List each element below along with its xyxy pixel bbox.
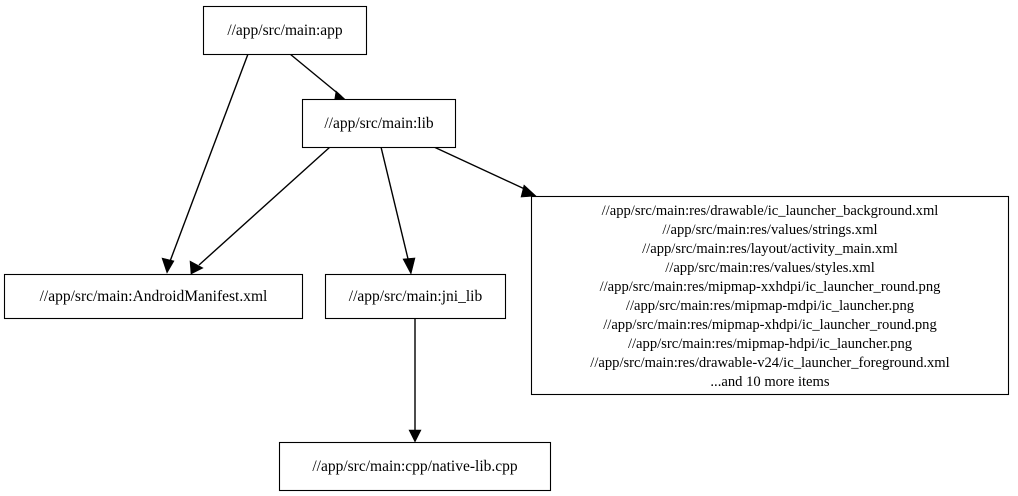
node-app-label: //app/src/main:app — [227, 22, 343, 39]
node-res-files-line-4: //app/src/main:res/mipmap-xxhdpi/ic_laun… — [600, 279, 942, 295]
node-res-files-line-0: //app/src/main:res/drawable/ic_launcher_… — [602, 203, 939, 219]
node-android-manifest[interactable]: //app/src/main:AndroidManifest.xml — [3, 273, 304, 320]
node-layer: //app/src/main:app //app/src/main:lib //… — [3, 5, 1010, 492]
edge-lib-to-res-line — [433, 146, 530, 192]
node-res-files-line-1: //app/src/main:res/values/strings.xml — [662, 222, 877, 238]
node-native-lib-cpp-label: //app/src/main:cpp/native-lib.cpp — [312, 458, 518, 475]
edge-app-to-manifest — [161, 53, 249, 274]
edge-lib-to-manifest — [189, 146, 331, 275]
node-lib-label: //app/src/main:lib — [324, 115, 434, 132]
node-jni-lib[interactable]: //app/src/main:jni_lib — [324, 273, 507, 320]
edge-lib-to-jni-lib — [380, 146, 416, 275]
node-res-files-line-6: //app/src/main:res/mipmap-xhdpi/ic_launc… — [603, 317, 937, 333]
node-android-manifest-box[interactable] — [3, 273, 304, 320]
node-lib[interactable]: //app/src/main:lib — [301, 98, 457, 149]
edge-lib-to-jni-lib-arrowhead — [402, 257, 416, 275]
node-res-files-box[interactable] — [530, 195, 1010, 396]
edge-app-to-manifest-line — [168, 53, 249, 265]
edge-app-to-lib — [289, 53, 349, 105]
node-res-files-line-8: //app/src/main:res/drawable-v24/ic_launc… — [590, 355, 949, 371]
node-app[interactable]: //app/src/main:app — [202, 5, 368, 56]
edge-lib-to-res-arrowhead — [520, 184, 537, 198]
edge-lib-to-res — [433, 146, 537, 198]
edge-lib-to-jni-lib-line — [380, 146, 410, 264]
node-res-files-line-5: //app/src/main:res/mipmap-mdpi/ic_launch… — [626, 298, 915, 314]
edge-lib-to-manifest-arrowhead — [189, 260, 204, 275]
node-jni-lib-box[interactable] — [324, 273, 507, 320]
node-jni-lib-label: //app/src/main:jni_lib — [349, 288, 483, 305]
node-android-manifest-label: //app/src/main:AndroidManifest.xml — [40, 288, 268, 305]
node-res-files[interactable]: //app/src/main:res/drawable/ic_launcher_… — [530, 195, 1010, 396]
edge-jni-lib-to-native-lib — [408, 318, 422, 443]
node-native-lib-cpp-box[interactable] — [278, 441, 552, 492]
node-res-files-line-3: //app/src/main:res/values/styles.xml — [665, 260, 875, 276]
edge-lib-to-manifest-line — [198, 146, 331, 266]
node-res-files-line-9: ...and 10 more items — [710, 374, 829, 390]
node-lib-box[interactable] — [301, 98, 457, 149]
node-res-files-line-7: //app/src/main:res/mipmap-hdpi/ic_launch… — [628, 336, 913, 352]
edge-app-to-lib-line — [289, 53, 342, 97]
node-app-box[interactable] — [202, 5, 368, 56]
node-native-lib-cpp[interactable]: //app/src/main:cpp/native-lib.cpp — [278, 441, 552, 492]
edge-app-to-manifest-arrowhead — [161, 257, 175, 274]
node-res-files-line-2: //app/src/main:res/layout/activity_main.… — [642, 241, 898, 257]
edge-jni-lib-to-native-lib-arrowhead — [408, 429, 422, 443]
edge-layer — [161, 53, 537, 443]
